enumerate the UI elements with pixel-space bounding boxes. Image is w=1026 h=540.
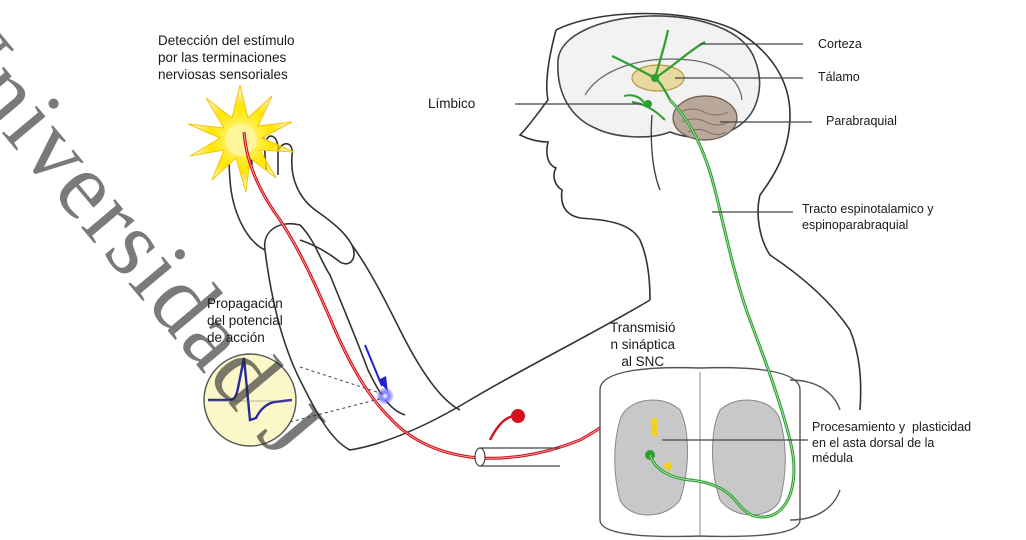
afferent-fiber (244, 132, 648, 458)
arm-outline (265, 224, 650, 450)
stimulus-burst (188, 85, 294, 192)
label-limbico: Límbico (428, 96, 475, 113)
afferent-fiber-inner (244, 132, 648, 458)
action-potential-spark (376, 387, 394, 405)
nerve-tube-end (475, 448, 485, 466)
cerebellum (673, 96, 737, 140)
label-talamo: Tálamo (818, 70, 860, 86)
synapse-yellow-dot (664, 462, 672, 470)
label-deteccion: Detección del estímulo por las terminaci… (158, 33, 295, 84)
label-procesamiento: Procesamiento y plasticidad en el asta d… (812, 420, 971, 467)
label-parabraquial: Parabraquial (826, 114, 897, 130)
limbic-relay (644, 100, 652, 108)
zoom-line-bottom (290, 398, 383, 422)
label-propagacion: Propagación del potencial de acción (207, 296, 283, 347)
thalamus-relay (651, 74, 659, 82)
label-tracto: Tracto espinotalamico y espinoparabraqui… (802, 202, 934, 233)
spinal-cord-section (600, 368, 840, 537)
label-transmision: Transmisió n sináptica al SNC (610, 320, 676, 371)
label-corteza: Corteza (818, 37, 862, 53)
zoom-line-top (300, 367, 383, 394)
synapse-yellow (652, 418, 658, 436)
forearm-lower (352, 245, 460, 410)
